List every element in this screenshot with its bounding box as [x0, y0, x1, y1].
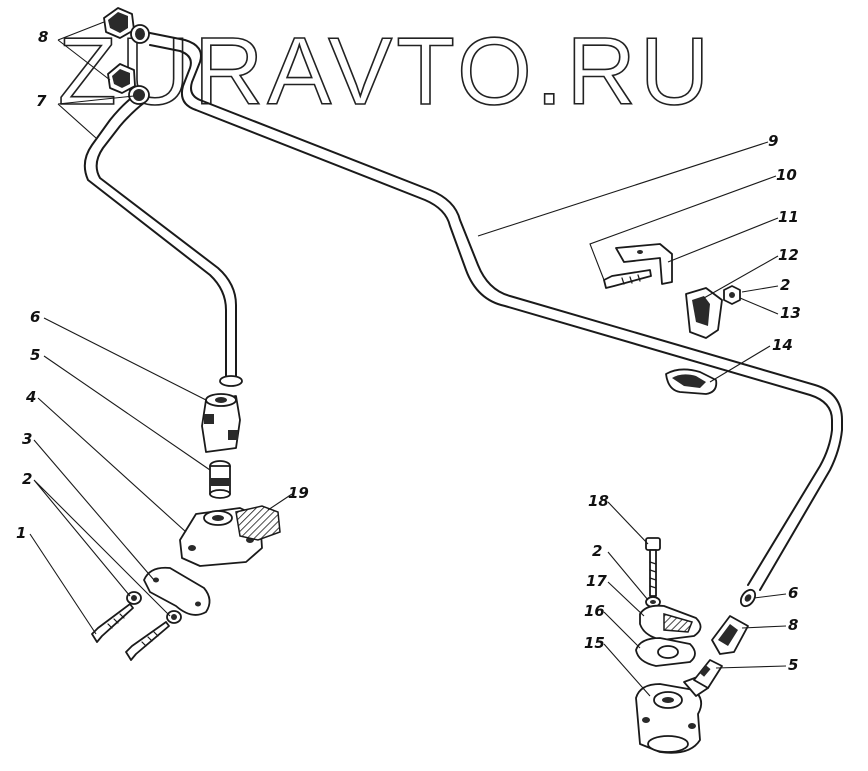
callout-2-left: 2 [22, 470, 32, 488]
bolt-10 [603, 269, 652, 289]
left-flange-plate [143, 566, 211, 616]
callout-13: 13 [780, 304, 801, 322]
bolt-18 [645, 537, 661, 597]
callout-2-right-top: 2 [780, 276, 790, 294]
right-nipple-5 [693, 659, 723, 689]
callout-14: 14 [772, 336, 793, 354]
callout-19: 19 [288, 484, 309, 502]
bracket-11 [615, 243, 673, 285]
flange-17 [639, 604, 702, 641]
left-washers [126, 591, 182, 624]
top-fitting-upper [103, 7, 150, 44]
callout-16: 16 [584, 602, 605, 620]
cushion-14 [665, 368, 718, 395]
callout-6-left: 6 [30, 308, 40, 326]
valve-body-15 [635, 675, 709, 754]
leader-lines [29, 21, 787, 697]
right-sleeve-6 [739, 588, 757, 608]
callout-5-right: 5 [788, 656, 798, 674]
callout-4: 4 [25, 388, 36, 406]
left-bolts [91, 603, 170, 661]
left-union-fitting [201, 393, 241, 453]
callout-7: 7 [36, 92, 47, 110]
callout-15: 15 [584, 634, 605, 652]
callout-1: 1 [16, 524, 26, 542]
callout-6-right: 6 [788, 584, 798, 602]
callout-11: 11 [778, 208, 799, 226]
callout-17: 17 [586, 572, 607, 590]
clamp-12 [685, 287, 723, 339]
callout-8-right: 8 [788, 616, 798, 634]
right-nut-8 [711, 615, 749, 655]
callout-10: 10 [776, 166, 797, 184]
left-gasket-19 [235, 505, 281, 541]
top-fitting-lower [107, 63, 150, 105]
callout-2-right: 2 [592, 542, 602, 560]
left-nipple [209, 460, 231, 499]
nut-13 [723, 285, 741, 305]
fuel-pipe [83, 32, 843, 591]
callout-9: 9 [768, 132, 778, 150]
callout-18: 18 [588, 492, 609, 510]
callout-12: 12 [778, 246, 799, 264]
gasket-16 [635, 637, 696, 667]
callout-8-left: 8 [38, 28, 48, 46]
callout-3: 3 [22, 430, 32, 448]
callout-labels: 8 7 6 5 4 3 2 1 19 9 10 11 12 2 13 14 18… [16, 28, 801, 674]
callout-5-left: 5 [30, 346, 40, 364]
